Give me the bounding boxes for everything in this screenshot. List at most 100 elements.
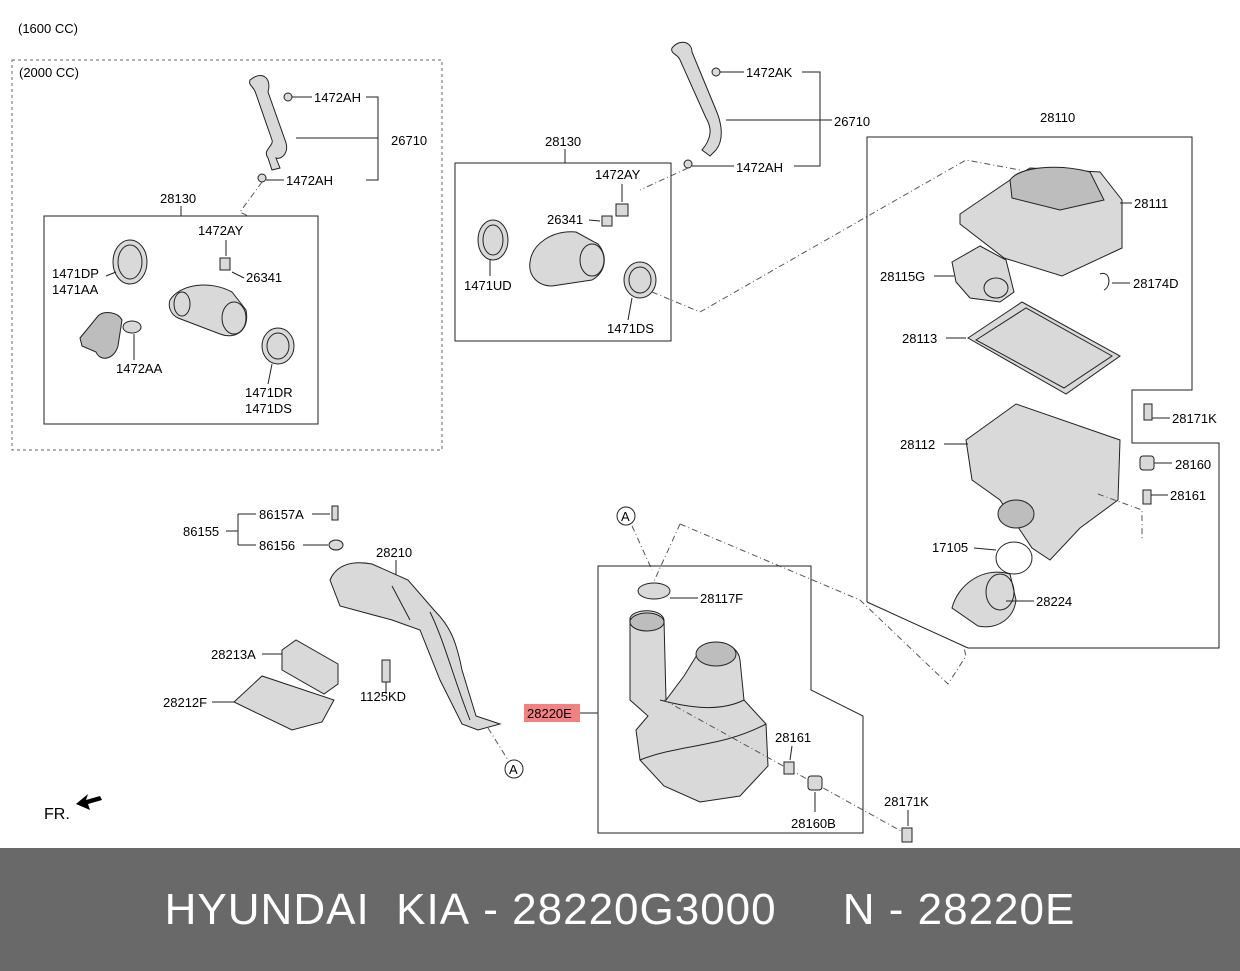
n-prefix: N [842, 884, 876, 934]
leader-26710-right [692, 71, 832, 167]
label-28213a: 28213A [211, 647, 256, 662]
brand-text: HYUNDAI KIA [164, 884, 471, 934]
label-28220e: 28220E [527, 706, 572, 721]
clip-1472ah-b [257, 173, 267, 183]
label-17105: 17105 [932, 540, 968, 555]
clamp-1472aa [122, 320, 142, 334]
label-28110: 28110 [1040, 110, 1075, 125]
group-2000cc-frame [11, 59, 443, 451]
label-28160b: 28160B [791, 816, 836, 831]
duct-1472aa [79, 312, 123, 359]
duct-28115g [951, 245, 1015, 303]
ref-a-bottom [504, 759, 524, 779]
label-28212f: 28212F [163, 695, 207, 710]
label-1472ay-b: 1472AY [595, 167, 641, 182]
part-number-banner: HYUNDAI KIA - 28220G3000 N - 28220E [0, 848, 1240, 971]
resonator-28220e [629, 610, 769, 803]
label-1471ud: 1471UD [464, 278, 512, 293]
leader-dash-e [487, 727, 509, 761]
label-28112: 28112 [900, 437, 935, 452]
label-1600cc: (1600 CC) [18, 21, 78, 36]
label-2000cc: (2000 CC) [19, 65, 79, 80]
label-28161-b: 28161 [775, 730, 811, 745]
seal-28117f [637, 582, 671, 600]
label-1472ah-b: 1472AH [286, 173, 333, 188]
leader-1471dp [105, 271, 117, 277]
duct-28210-contour [391, 585, 471, 721]
seal-17105 [995, 541, 1033, 575]
label-1472ak: 1472AK [746, 65, 793, 80]
bolt-28171k-b [901, 827, 913, 843]
body-28112 [965, 403, 1121, 561]
duct-28115g-mouth [983, 277, 1009, 299]
label-28210: 28210 [376, 545, 412, 560]
label-1471dr: 1471DR [245, 385, 293, 400]
grommet-86156 [328, 539, 344, 551]
leader-26341-b [588, 219, 601, 222]
clip-1472ay-b [615, 203, 629, 217]
label-a-bottom: A [509, 762, 518, 777]
group-28130-right-frame [454, 162, 672, 342]
leader-28161-b [789, 745, 793, 761]
label-28111: 28111 [1134, 196, 1168, 211]
leader-dash-a [239, 181, 263, 217]
separator-2: - [875, 884, 918, 934]
front-arrow-icon [76, 794, 102, 810]
clip-1472ak [711, 67, 721, 77]
hose-28130-left [168, 284, 248, 337]
body-28112-outlet [997, 499, 1035, 529]
fitting-26341-a [219, 257, 231, 271]
label-26341-a: 26341 [246, 270, 282, 285]
clamp-1471dp-inner [117, 244, 143, 280]
hose-26710-right [671, 41, 722, 157]
pin-28161-a [1142, 489, 1152, 505]
label-1471dp: 1471DP [52, 266, 99, 281]
spacer [777, 885, 843, 935]
leader-1471ds-b [627, 297, 633, 321]
hose-26710-left [249, 75, 288, 171]
group-28130-left-frame [43, 215, 319, 425]
cover-28111-top [1009, 166, 1105, 211]
group-28110-frame [866, 136, 1220, 649]
leader-17105 [973, 547, 997, 551]
label-28117f: 28117F [700, 591, 743, 606]
leader-26341-a [231, 271, 245, 279]
group-28220e-frame [597, 565, 864, 834]
hose-28224 [951, 571, 1017, 628]
leader-26710-left [266, 96, 379, 181]
bracket-28213a [281, 639, 339, 695]
resonator-28220e-inlet [629, 612, 665, 632]
clamp-1471dr-inner [266, 332, 290, 360]
parts-diagram: (1600 CC) (2000 CC) 1472AH 26710 1472AH … [11, 21, 1220, 843]
label-28161-a: 28161 [1170, 488, 1206, 503]
resonator-28220e-outlet [695, 641, 737, 667]
filter-28113-pleats [975, 307, 1113, 389]
filter-28113 [967, 301, 1121, 395]
leader-1471dr [267, 363, 273, 385]
oem-part-number: 28220G3000 [512, 884, 777, 934]
hose-28224-mouth [985, 573, 1015, 611]
diagram-reference: 28220E [917, 884, 1076, 934]
highlight-28220e [524, 704, 580, 722]
ref-a-top [616, 506, 636, 526]
label-28171k-b: 28171K [884, 794, 929, 809]
hose-28130-left-end [173, 291, 191, 317]
leader-dash-d [1097, 493, 1143, 540]
duct-28210 [329, 562, 502, 731]
label-a-top: A [621, 509, 630, 524]
label-1471ds-a: 1471DS [245, 401, 292, 416]
label-26710-a: 26710 [391, 133, 427, 148]
clip-28174d [1099, 272, 1110, 291]
plate-28212f [233, 675, 335, 731]
leader-dash-g [679, 523, 967, 685]
screw-86157a [331, 505, 339, 521]
clip-1472ah-c [683, 159, 693, 169]
label-28115g: 28115G [880, 269, 925, 284]
label-1472ah-c: 1472AH [736, 160, 783, 175]
label-28113: 28113 [902, 331, 937, 346]
clamp-1471ud-inner [482, 224, 504, 256]
pin-28161-b [783, 761, 795, 775]
label-28160: 28160 [1175, 457, 1211, 472]
grommet-28160b [807, 775, 823, 791]
leader-dash-f [631, 525, 653, 571]
